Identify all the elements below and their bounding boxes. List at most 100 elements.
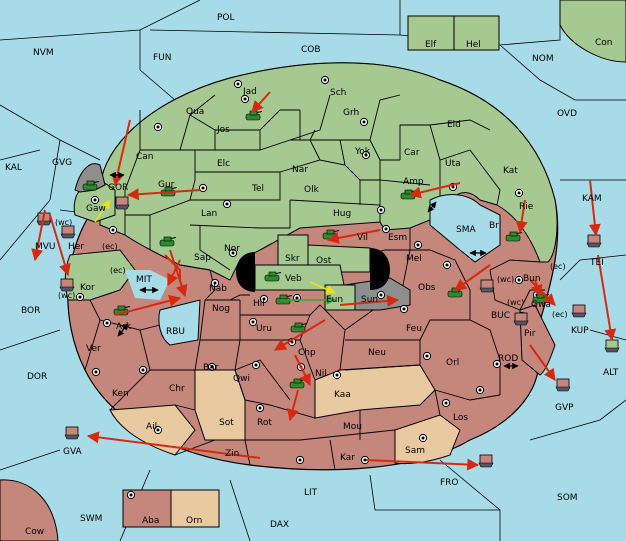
label-con: Con <box>595 38 613 48</box>
label-buc: BUC <box>491 311 510 321</box>
territory-sam[interactable] <box>394 414 461 465</box>
label-feu: Feu <box>406 324 422 334</box>
label-nvm: NVM <box>33 48 54 58</box>
double-arrow-icons <box>109 171 519 370</box>
label-nar: Nar <box>292 165 308 175</box>
label-ver: Ver <box>86 344 101 354</box>
territory-hel[interactable] <box>453 15 500 51</box>
label-ovd: OVD <box>557 109 577 119</box>
label-orl: Orl <box>446 358 459 368</box>
label-gva: GVA <box>63 447 83 457</box>
label-rie: Rie <box>519 202 534 212</box>
label-som: SOM <box>557 493 578 503</box>
label-tei: TEI <box>589 258 604 268</box>
label-her-ec: (ec) <box>102 242 118 251</box>
label-ail: Ail <box>146 422 157 432</box>
label-olk: Olk <box>304 185 320 195</box>
label-hug: Hug <box>333 209 351 219</box>
label-gvp: GVP <box>555 403 574 413</box>
label-bun: Bun <box>523 274 541 284</box>
label-sma: SMA <box>456 225 476 235</box>
label-rbu: RBU <box>166 327 185 337</box>
support-arrows <box>94 199 336 305</box>
label-sch: Sch <box>330 88 346 98</box>
label-car: Car <box>404 148 420 158</box>
label-rot: Rot <box>257 418 272 428</box>
label-amp: Amp <box>403 177 424 187</box>
label-uru: Uru <box>256 324 272 334</box>
label-tel: Tel <box>251 184 264 194</box>
label-eld: Eld <box>447 120 461 130</box>
territory-gor[interactable] <box>74 163 106 193</box>
label-bar: Bar <box>203 363 219 373</box>
label-qwi: Qwi <box>233 374 250 384</box>
label-cow: Cow <box>25 527 44 537</box>
label-gaw: Gaw <box>86 204 106 214</box>
label-mvu: MVU <box>35 242 56 252</box>
territory-orn[interactable] <box>170 489 220 528</box>
label-fro: FRO <box>440 478 459 488</box>
label-nor: Nor <box>224 244 240 254</box>
label-kat: Kat <box>503 166 518 176</box>
label-jos: Jos <box>216 125 230 135</box>
territory-skr[interactable] <box>277 234 309 266</box>
label-rod: ROD <box>498 354 518 364</box>
label-fun: FUN <box>153 53 172 63</box>
label-kar: Kar <box>340 453 355 463</box>
sea-sma[interactable] <box>429 194 501 263</box>
label-ost: Ost <box>316 256 332 266</box>
label-los: Los <box>453 413 468 423</box>
order-arrows <box>31 91 617 471</box>
label-pir: Pir <box>524 329 536 339</box>
label-gwa: Gwa <box>531 300 551 310</box>
label-alt: ALT <box>603 368 619 378</box>
label-kal: KAL <box>5 163 22 173</box>
label-sun: Sun <box>361 295 378 305</box>
label-can: Can <box>136 152 154 162</box>
sea-mit[interactable] <box>125 270 170 300</box>
territory-pir[interactable] <box>519 304 556 376</box>
label-gor: GOR <box>108 183 128 193</box>
label-mou: Mou <box>343 422 362 432</box>
red-borders <box>68 228 545 471</box>
label-lan: Lan <box>201 209 217 219</box>
black-end-right <box>370 248 390 290</box>
label-vil: Vil <box>357 233 368 243</box>
label-orn: Orn <box>186 516 202 526</box>
label-jad: Jad <box>242 87 257 97</box>
label-esm: Esm <box>388 233 407 243</box>
label-kaa: Kaa <box>334 390 351 400</box>
label-sot: Sot <box>219 418 234 428</box>
label-lit: LIT <box>304 488 318 498</box>
black-end-left <box>236 252 255 292</box>
label-bun-ec: (ec) <box>550 262 566 271</box>
label-mvu-wc: (wc) <box>55 218 72 227</box>
label-grh: Grh <box>343 108 359 118</box>
label-veb: Veb <box>285 274 302 284</box>
label-bun-wc: (wc) <box>497 275 514 284</box>
label-mel: Mel <box>406 254 422 264</box>
label-kor-ec: (ec) <box>110 266 126 275</box>
label-kor: Kor <box>80 283 95 293</box>
label-gur: Gur <box>158 180 175 190</box>
label-ark: Ark <box>116 322 132 332</box>
label-hel: Hel <box>466 40 481 50</box>
label-sam: Sam <box>405 446 425 456</box>
label-ken: Ken <box>112 389 129 399</box>
label-zin: Zin <box>225 449 239 459</box>
label-yok: Yok <box>354 147 371 157</box>
label-bri: Bri <box>489 221 501 231</box>
label-kam: KAM <box>582 194 602 204</box>
label-aba: Aba <box>142 516 159 526</box>
label-nil: Nil <box>315 369 327 379</box>
sea-rbu[interactable] <box>158 299 201 346</box>
label-chr: Chr <box>169 384 185 394</box>
label-neu: Neu <box>368 348 386 358</box>
label-her: Her <box>68 242 84 252</box>
label-gwa-ec: (ec) <box>552 310 568 319</box>
label-gwa-wc: (wc) <box>507 298 524 307</box>
green-borders <box>124 94 501 271</box>
label-nog: Nog <box>212 304 230 314</box>
label-gvg: GVG <box>52 158 72 168</box>
